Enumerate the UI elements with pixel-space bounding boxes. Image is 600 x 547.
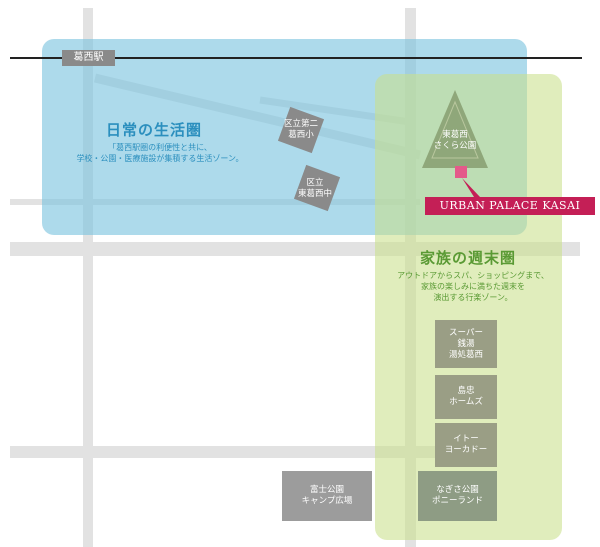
poi-fuji-park: 富士公園 キャンプ広場 <box>282 471 372 521</box>
daily-zone-title: 日常の生活圏 <box>106 121 203 139</box>
poi-super-sento: スーパー 銭湯 湯処葛西 <box>435 320 497 368</box>
weekend-zone-description: アウトドアからスパ、ショッピングまで、 家族の楽しみに満ちた週末を 演出する行楽… <box>378 270 568 303</box>
poi-shimachu: 島忠 ホームズ <box>435 375 497 419</box>
property-label: URBAN PALACE KASAI <box>425 197 595 215</box>
park-triangle <box>422 90 488 168</box>
property-marker <box>455 166 467 178</box>
property-pointer <box>462 178 480 197</box>
weekend-zone-description-line2: 家族の楽しみに満ちた週末を <box>421 282 525 291</box>
park-label: 東葛西 さくら公園 <box>433 130 477 151</box>
poi-ito-yokado: イトー ヨーカドー <box>435 423 497 467</box>
road-vertical-left <box>83 8 93 547</box>
weekend-zone-description-line3: 演出する行楽ゾーン。 <box>433 293 513 302</box>
daily-zone-description: 「葛西駅圏の利便性と共に、 学校・公園・医療施設が集積する生活ゾーン。 <box>40 142 280 164</box>
weekend-zone-title: 家族の週末圏 <box>420 249 517 267</box>
weekend-zone-description-line1: アウトドアからスパ、ショッピングまで、 <box>397 271 549 280</box>
daily-zone-description-line2: 学校・公園・医療施設が集積する生活ゾーン。 <box>76 154 244 163</box>
daily-zone-description-line1: 「葛西駅圏の利便性と共に、 <box>108 143 212 152</box>
school-label-2: 区立 東葛西中 <box>297 178 332 199</box>
rail-line <box>10 57 582 59</box>
station-label: 葛西駅 <box>62 50 115 66</box>
poi-nagisa-park: なぎさ公園 ポニーランド <box>418 471 497 521</box>
road-horizontal-lower <box>10 446 465 458</box>
school-label-1: 区立第二 葛西小 <box>283 119 318 140</box>
